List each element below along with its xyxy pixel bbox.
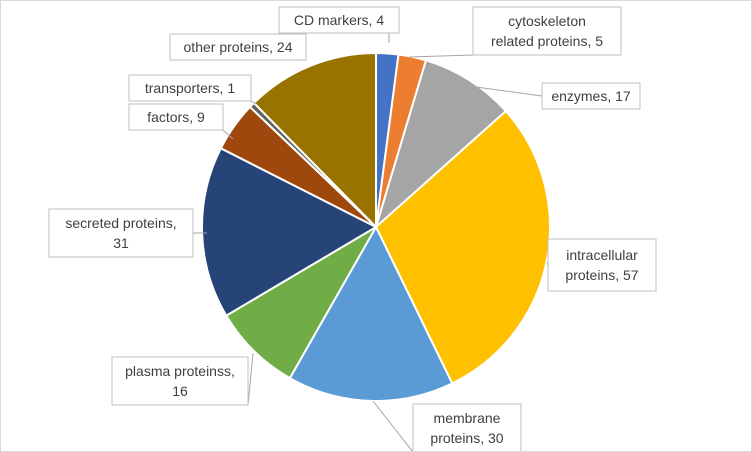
data-label-box (547, 238, 657, 292)
data-label-text: membrane (434, 410, 501, 426)
data-label-text: proteins, 30 (430, 430, 503, 446)
data-label-secreted: secreted proteins, 31 (48, 208, 194, 258)
data-label-enzymes: enzymes, 17 (541, 82, 641, 110)
data-label-box (472, 6, 622, 56)
data-label-text: 31 (113, 235, 129, 251)
leader-line-transporters (250, 100, 257, 105)
data-label-cd-markers: CD markers, 4 (278, 6, 400, 34)
data-label-plasma: plasma proteinss, 16 (111, 356, 249, 406)
leader-line-enzymes (460, 84, 543, 97)
data-label-text: related proteins, 5 (491, 33, 603, 49)
leader-line-factors (222, 129, 234, 140)
data-label-text: factors, 9 (147, 109, 205, 125)
data-label-box (541, 82, 641, 110)
pie-slice-enzymes (374, 59, 508, 231)
data-label-text: plasma proteinss, (125, 363, 235, 379)
data-label-intracellular: intracellular proteins, 57 (547, 238, 657, 292)
data-label-factors: factors, 9 (128, 103, 224, 131)
leader-line-membrane (372, 400, 413, 451)
data-label-text: cytoskeleton (508, 13, 586, 29)
data-label-box (48, 208, 194, 258)
data-label-cytoskeleton: cytoskeleton related proteins, 5 (472, 6, 622, 56)
data-label-text: proteins, 57 (565, 267, 638, 283)
leader-line-cytoskeleton (408, 54, 474, 58)
data-label-transporters: transporters, 1 (128, 74, 252, 102)
pie-slice-plasma (224, 224, 379, 380)
data-label-text: 16 (172, 383, 188, 399)
data-label-text: enzymes, 17 (551, 88, 631, 104)
data-label-text: other proteins, 24 (184, 39, 293, 55)
data-label-other: other proteins, 24 (169, 33, 307, 61)
pie-slice-membrane (288, 224, 454, 402)
pie-slice-other (252, 51, 377, 230)
leader-line-plasma (247, 352, 254, 406)
data-label-box (128, 74, 252, 102)
data-label-box (412, 403, 522, 451)
data-label-text: intracellular (566, 247, 638, 263)
data-label-box (169, 33, 307, 61)
data-label-box (128, 103, 224, 131)
data-label-box (111, 356, 249, 406)
data-label-membrane: membrane proteins, 30 (412, 403, 522, 451)
data-label-text: secreted proteins, (65, 215, 176, 231)
data-label-box (278, 6, 400, 34)
data-label-text: CD markers, 4 (294, 12, 384, 28)
data-label-text: transporters, 1 (145, 80, 235, 96)
